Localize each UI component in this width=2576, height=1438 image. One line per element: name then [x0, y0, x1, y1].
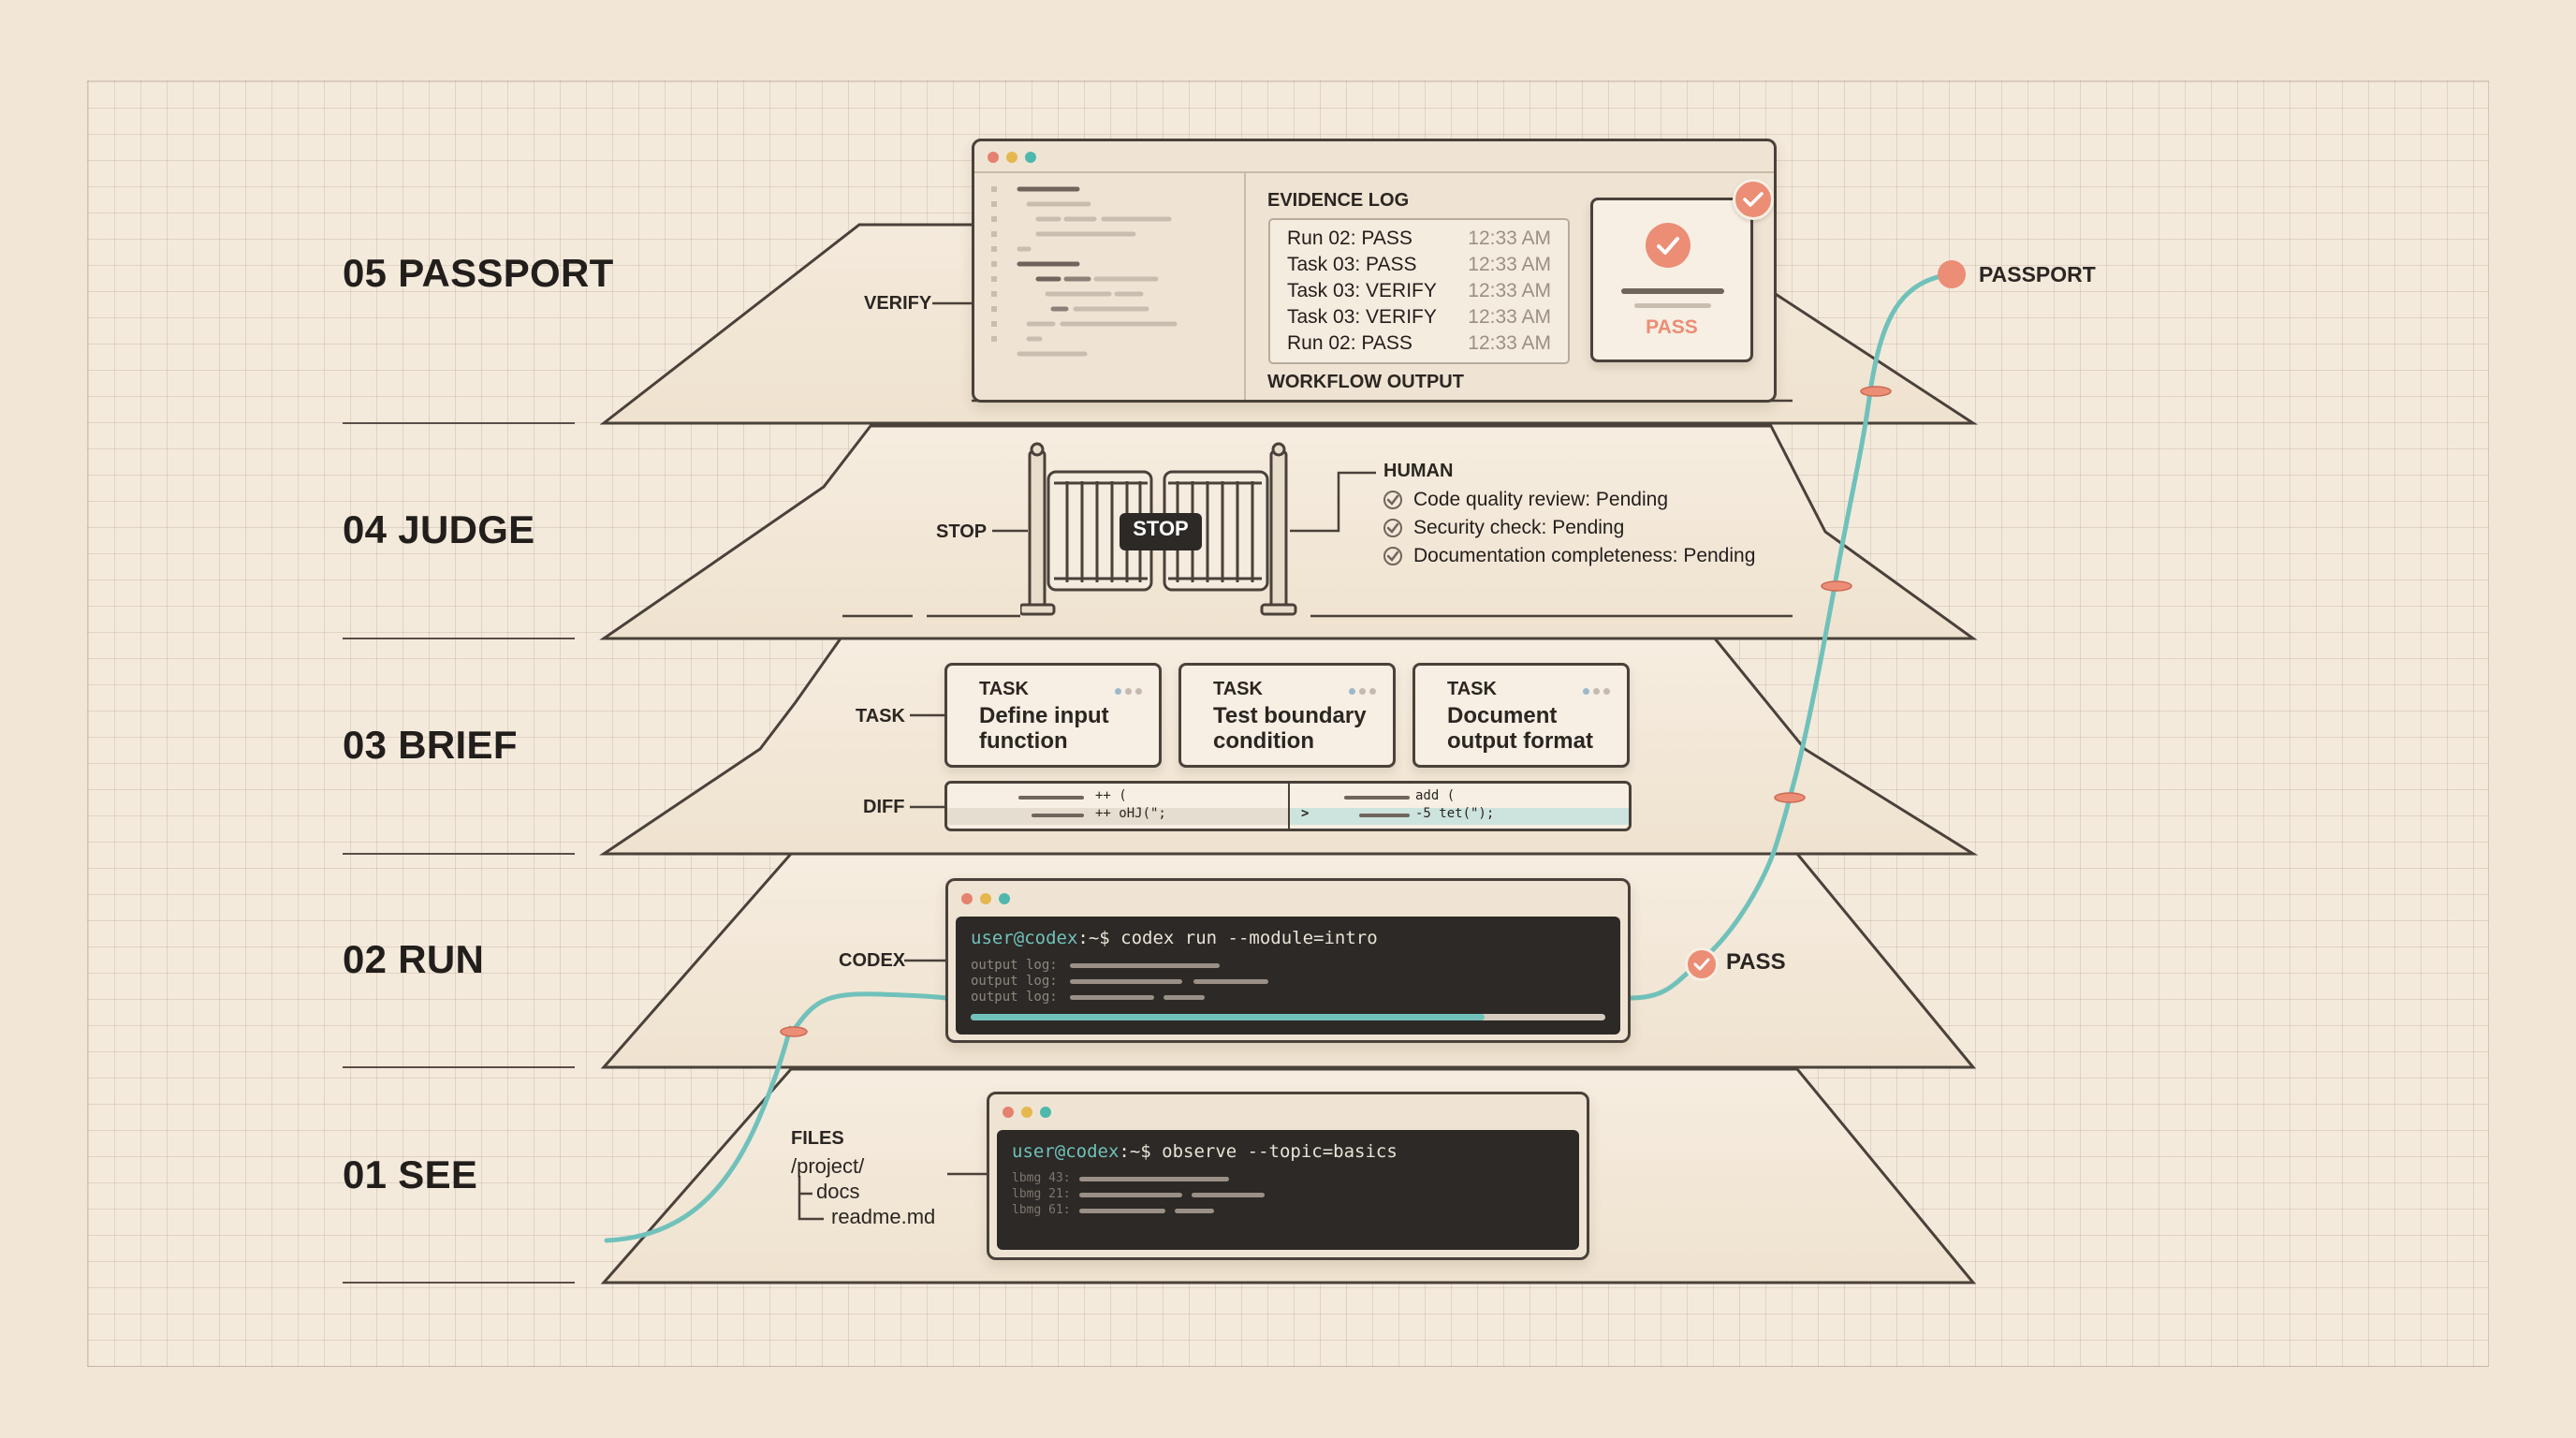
review-check-item: Documentation completeness: Pending	[1383, 545, 1755, 567]
task-title: Document output format	[1447, 703, 1593, 754]
task-title: Define input function	[979, 703, 1109, 754]
output-log-line: output log:	[971, 990, 1058, 1005]
diff-label: DIFF	[863, 797, 905, 817]
diff-panel: ++ ( ++ oHJ("; > add ( -5 tet(");	[944, 781, 1632, 831]
observe-terminal[interactable]: user@codex:~$ observe --topic=basics lbm…	[997, 1130, 1579, 1250]
codex-run-window: user@codex:~$ codex run --module=intro o…	[945, 878, 1631, 1043]
diff-marker-icon: >	[1301, 806, 1310, 821]
review-check-item: Security check: Pending	[1383, 517, 1624, 539]
codex-terminal[interactable]: user@codex:~$ codex run --module=intro o…	[956, 917, 1620, 1034]
observe-output-line: lbmg 21:	[1012, 1187, 1071, 1201]
task-card[interactable]: TASK Define input function	[944, 663, 1162, 768]
passport-pin-icon	[1938, 260, 1966, 288]
files-label: FILES	[791, 1128, 844, 1149]
codex-label: CODEX	[839, 950, 906, 971]
human-label: HUMAN	[1383, 461, 1454, 481]
output-log-line: output log:	[971, 974, 1058, 989]
maximize-dot[interactable]	[1040, 1107, 1051, 1118]
close-dot[interactable]	[1003, 1107, 1014, 1118]
pass-check-icon	[1685, 947, 1719, 981]
output-log-line: output log:	[971, 958, 1058, 973]
evidence-log-title: EVIDENCE LOG	[1267, 190, 1410, 211]
workflow-output-label: WORKFLOW OUTPUT	[1267, 372, 1464, 392]
platform-04	[599, 424, 1978, 640]
file-tree-folder[interactable]: docs	[816, 1180, 860, 1203]
review-check-item: Code quality review: Pending	[1383, 489, 1668, 511]
observe-window: user@codex:~$ observe --topic=basics lbm…	[987, 1092, 1589, 1260]
task-label: TASK	[856, 706, 905, 726]
terminal-prompt: user@codex:~$ codex run --module=intro	[971, 928, 1378, 948]
terminal-prompt: user@codex:~$ observe --topic=basics	[1012, 1141, 1398, 1162]
stage-title-judge: 04 JUDGE	[343, 507, 535, 551]
observe-output-line: lbmg 61:	[1012, 1203, 1071, 1217]
observe-output-line: lbmg 43:	[1012, 1171, 1071, 1185]
passport-side-label: PASSPORT	[1979, 262, 2096, 286]
close-dot[interactable]	[961, 893, 973, 904]
task-kicker: TASK	[1213, 679, 1263, 699]
window-controls	[988, 151, 1044, 168]
check-icon	[1383, 547, 1402, 565]
diff-left-line: ++ (	[1095, 788, 1127, 803]
pass-badge-card: PASS	[1590, 198, 1753, 362]
check-icon	[1383, 491, 1402, 509]
run-progress-track	[971, 1014, 1605, 1020]
more-icon	[1111, 682, 1142, 699]
file-tree-file[interactable]: readme.md	[831, 1205, 936, 1228]
minimize-dot[interactable]	[980, 893, 991, 904]
close-dot[interactable]	[988, 152, 999, 163]
stage-title-passport: 05 PASSPORT	[343, 251, 614, 295]
verify-label: VERIFY	[864, 293, 932, 314]
diff-right-line: -5 tet(");	[1415, 806, 1495, 821]
gate-stop-sign: STOP	[1133, 517, 1189, 540]
more-icon	[1345, 682, 1376, 699]
maximize-dot[interactable]	[999, 893, 1010, 904]
task-kicker: TASK	[979, 679, 1029, 699]
diff-right-line: add (	[1415, 788, 1456, 803]
window-controls	[961, 892, 1017, 909]
minimize-dot[interactable]	[1021, 1107, 1032, 1118]
stage-title-run: 02 RUN	[343, 937, 485, 981]
diff-left-line: ++ oHJ(";	[1095, 806, 1166, 821]
window-controls	[1003, 1106, 1059, 1123]
file-tree-root: /project/	[791, 1154, 865, 1178]
stage-title-see: 01 SEE	[343, 1152, 478, 1196]
maximize-dot[interactable]	[1025, 152, 1036, 163]
stage-title-brief: 03 BRIEF	[343, 723, 518, 767]
minimize-dot[interactable]	[1006, 152, 1017, 163]
pass-badge-label: PASS	[1646, 316, 1698, 338]
task-title: Test boundary condition	[1213, 703, 1367, 754]
check-seal-icon	[1733, 179, 1774, 220]
task-card[interactable]: TASK Test boundary condition	[1178, 663, 1396, 768]
stop-label: STOP	[936, 521, 988, 542]
more-icon	[1579, 682, 1610, 699]
run-pass-label: PASS	[1726, 949, 1786, 975]
task-kicker: TASK	[1447, 679, 1497, 699]
task-card[interactable]: TASK Document output format	[1412, 663, 1630, 768]
run-progress-fill	[971, 1014, 1486, 1020]
check-icon	[1383, 519, 1402, 537]
check-circle-icon	[1646, 223, 1690, 268]
